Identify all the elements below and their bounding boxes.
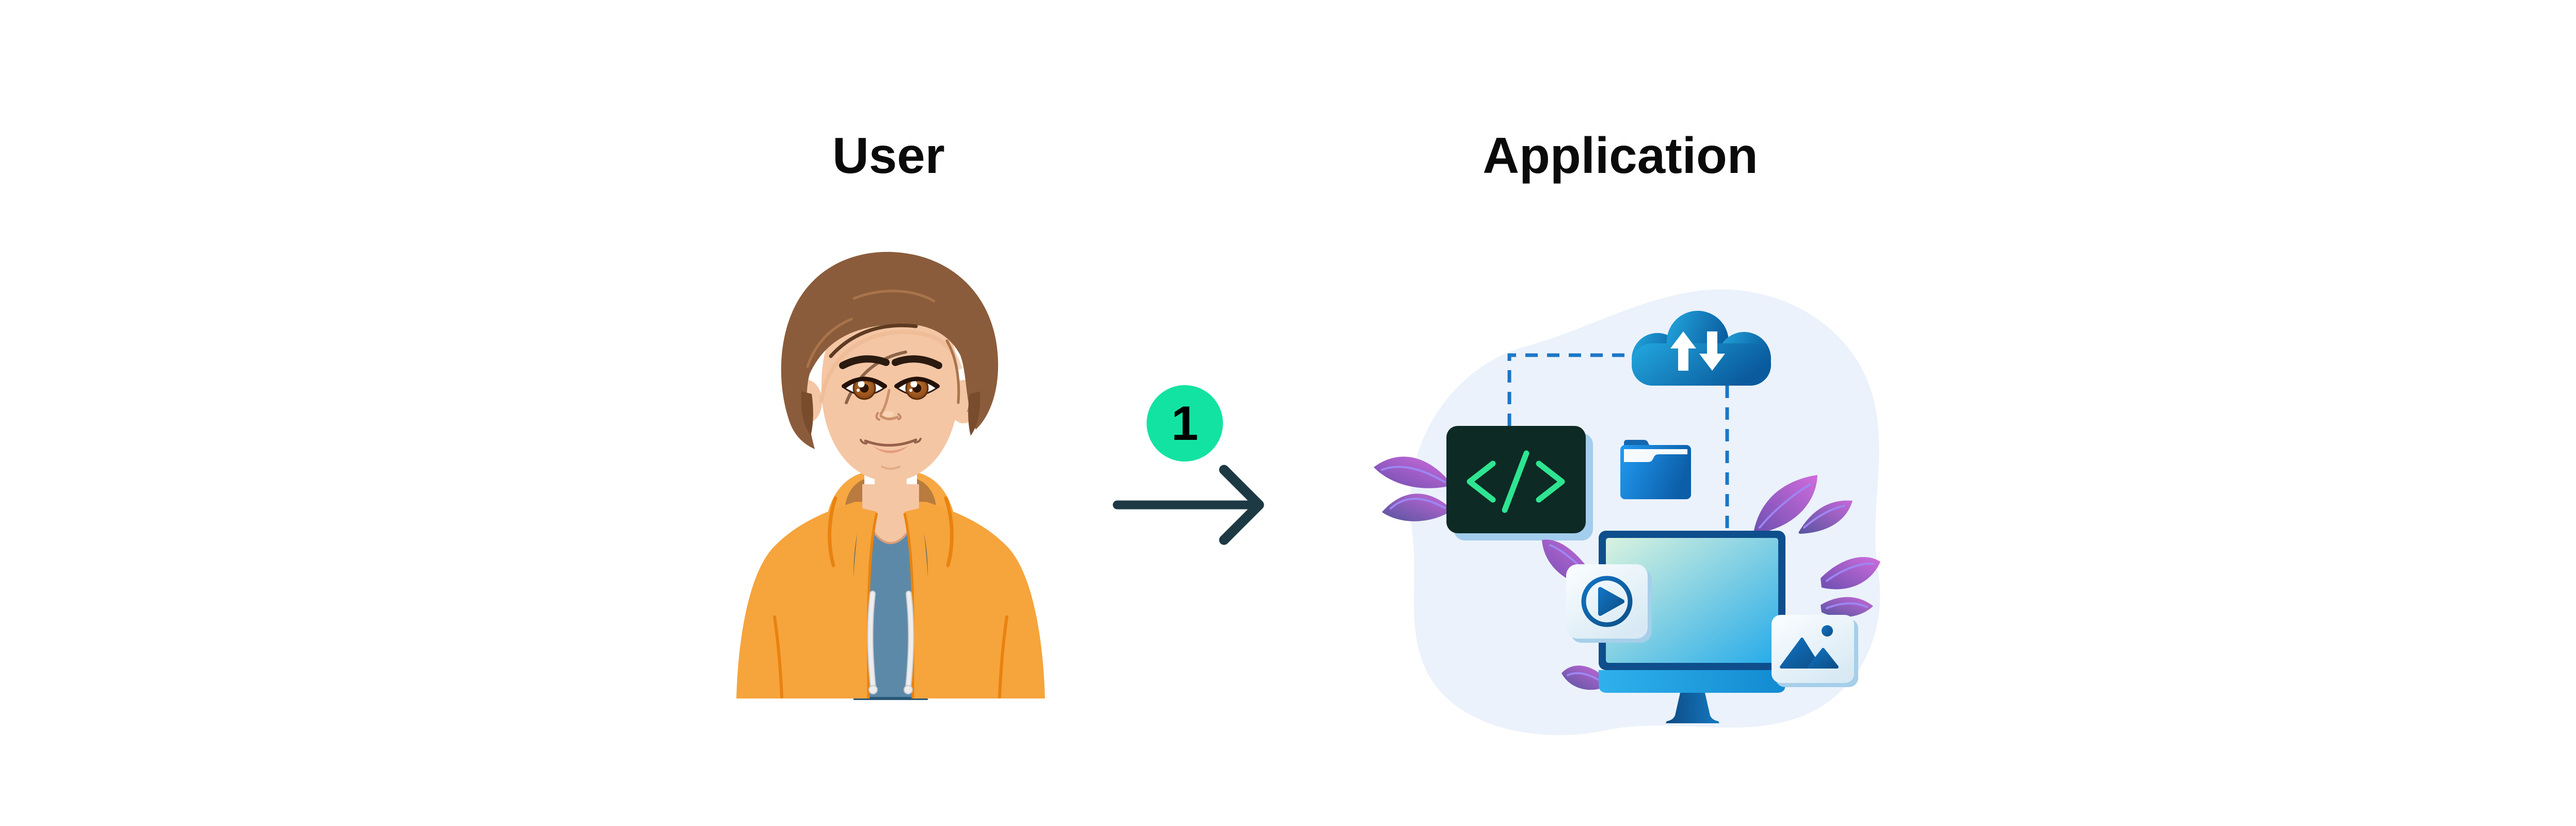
leaf-decoration	[1753, 475, 1853, 534]
flow-arrow	[1113, 465, 1264, 545]
avatar-hair	[781, 251, 999, 449]
step-1-number: 1	[1171, 396, 1199, 450]
dashed-connectors	[1507, 353, 1729, 531]
avatar-nose	[875, 389, 901, 421]
image-photo-icon	[1772, 615, 1858, 687]
application-label: Application	[1483, 127, 1758, 184]
avatar-eyebrows	[839, 355, 942, 369]
application-illustration	[1374, 289, 1880, 735]
avatar-hoodie-lapels	[852, 508, 929, 699]
video-play-icon	[1566, 564, 1652, 643]
upload-arrow-icon	[1670, 331, 1696, 371]
user-avatar-illustration	[736, 251, 1045, 700]
code-terminal-icon	[1446, 426, 1593, 541]
cloud-upload-download-icon	[1632, 311, 1771, 386]
step-1-badge: 1	[1147, 385, 1223, 462]
avatar-eyes	[842, 376, 940, 400]
folder-icon	[1620, 440, 1691, 499]
user-label: User	[832, 127, 945, 184]
leaf-decoration	[1821, 557, 1880, 617]
download-arrow-icon	[1699, 331, 1725, 371]
leaf-decoration	[1561, 665, 1606, 690]
leaf-decoration	[1374, 456, 1453, 521]
right-arrow-icon	[1113, 465, 1264, 545]
avatar-mouth	[860, 438, 922, 470]
avatar-drawstrings	[867, 591, 914, 694]
